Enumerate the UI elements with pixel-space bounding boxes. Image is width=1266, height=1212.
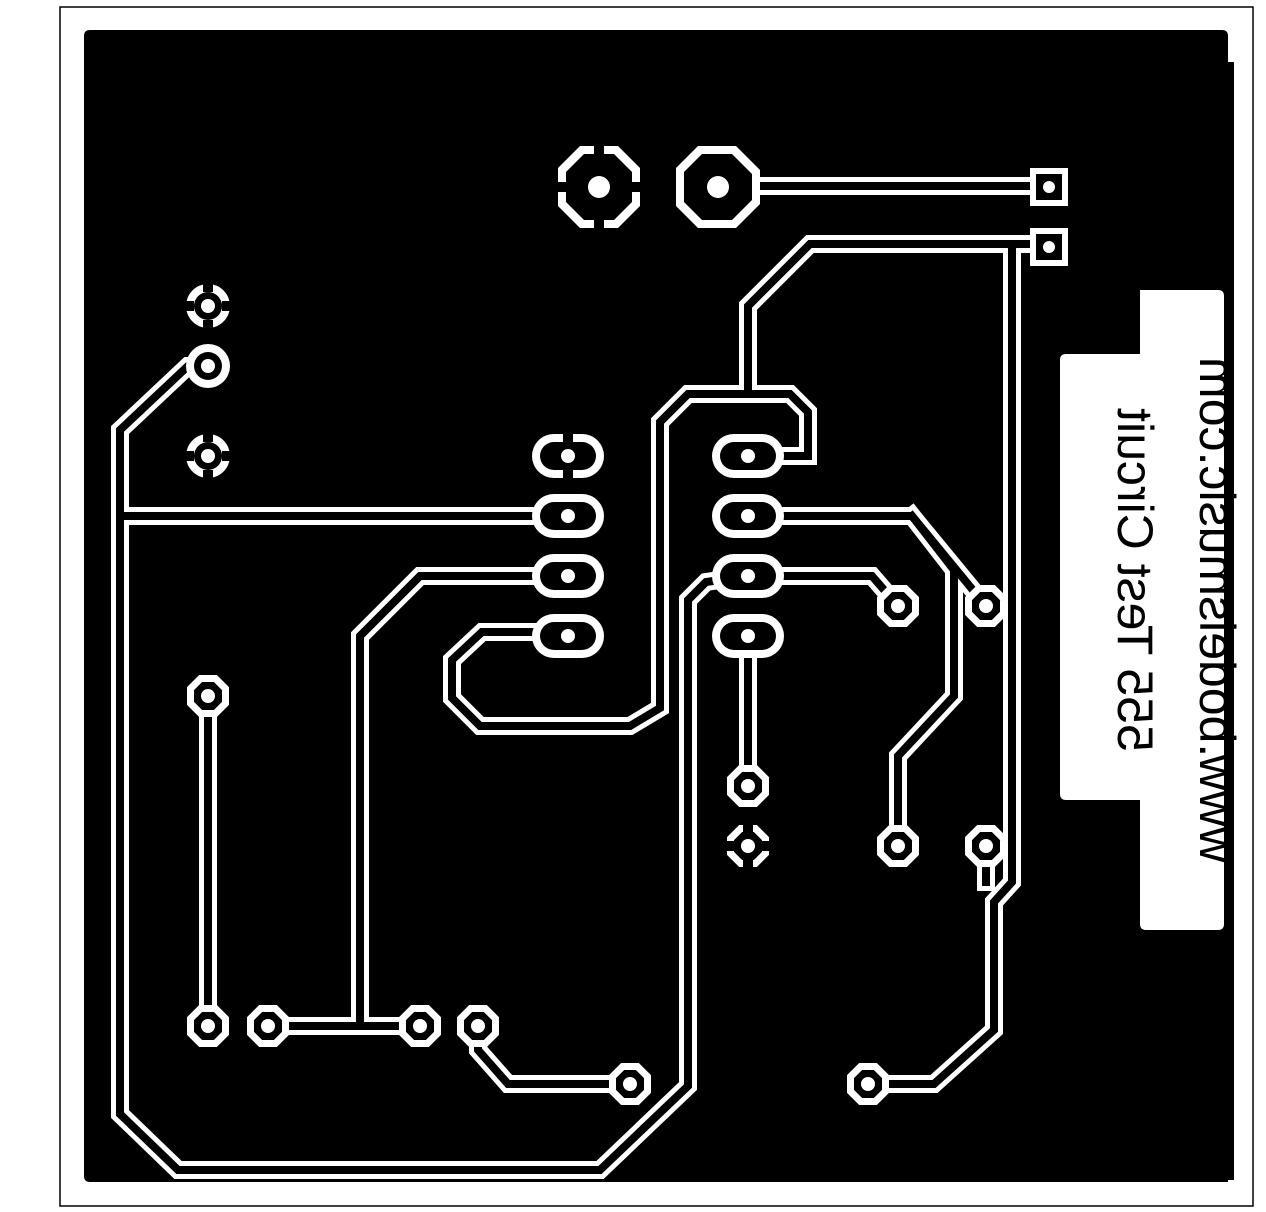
pot-pads	[184, 282, 232, 480]
component-pads	[187, 585, 1007, 1105]
pad-8	[877, 585, 919, 627]
ic-555-pads	[532, 434, 784, 658]
ic-pin-2	[532, 494, 604, 538]
pad-1	[187, 675, 229, 717]
power-connector	[558, 146, 760, 228]
ic-pin-6	[712, 494, 784, 538]
label-url: www.bodelsmusic.com	[1189, 357, 1245, 864]
pad-13	[727, 825, 769, 867]
pad-6	[609, 1063, 651, 1105]
copper-traces	[116, 182, 1052, 1174]
pad-11	[965, 825, 1007, 867]
ic-pin-5	[712, 434, 784, 478]
ic-pin-8	[712, 614, 784, 658]
pad-7	[847, 1063, 889, 1105]
pad-4	[399, 1005, 441, 1047]
pad-3	[247, 1005, 289, 1047]
pad-9	[965, 585, 1007, 627]
label-title: 555 Test Circuit	[1107, 408, 1163, 752]
header-pads	[1030, 168, 1068, 266]
ic-pin-1	[532, 434, 604, 478]
ic-pin-7	[712, 554, 784, 598]
pad-12	[727, 765, 769, 807]
board-label: www.bodelsmusic.com 555 Test Circuit	[1060, 290, 1245, 930]
ic-pin-4	[532, 614, 604, 658]
pad-5	[457, 1005, 499, 1047]
pad-10	[877, 825, 919, 867]
pad-2	[187, 1005, 229, 1047]
ic-pin-3	[532, 554, 604, 598]
